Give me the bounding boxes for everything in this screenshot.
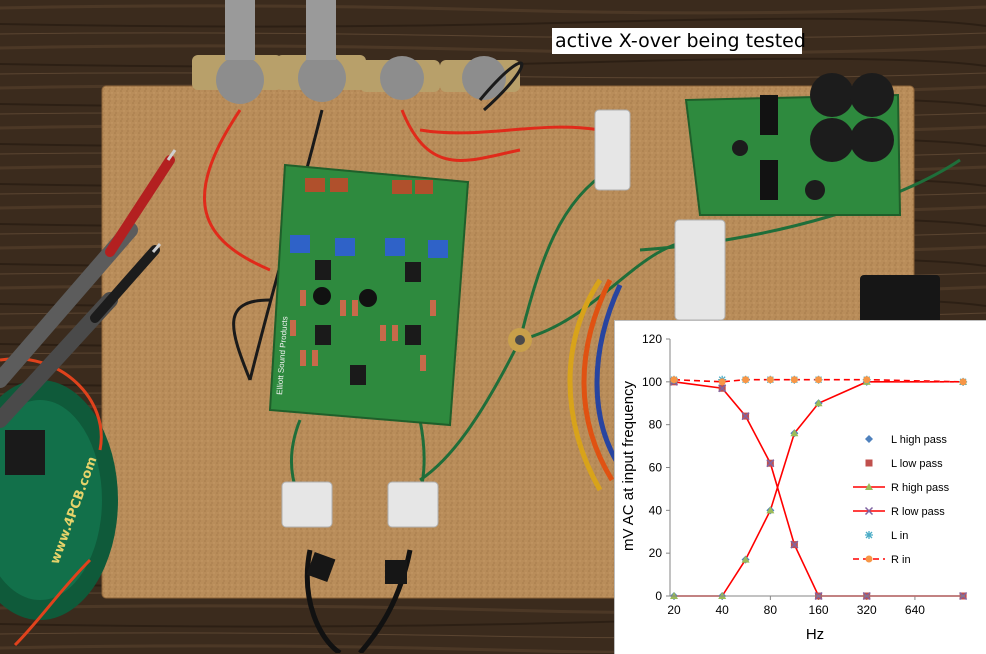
legend-swatch-marker [865, 459, 873, 467]
round-pcb: www.4PCB.com [0, 380, 118, 620]
x-tick-label: 20 [667, 603, 681, 617]
multimeter-probes [0, 149, 177, 428]
data-point [718, 378, 726, 386]
y-tick-label: 60 [649, 461, 663, 475]
legend-swatch-marker [864, 506, 874, 516]
y-tick-label: 100 [642, 375, 662, 389]
cable-tie [306, 551, 336, 583]
x-tick-label: 40 [716, 603, 730, 617]
legend-entry: R in [891, 554, 911, 566]
data-point [766, 376, 774, 384]
legend-entry: L low pass [891, 458, 943, 470]
cable-tie [385, 560, 407, 584]
crossover-pcb: Elliott Sound Products [268, 163, 470, 427]
x-tick-label: 80 [764, 603, 778, 617]
data-point [815, 376, 823, 384]
power-switch [860, 275, 940, 325]
chart-panel: 0 20 40 60 80 100 120 20 40 80 160 320 640 L high p… [614, 320, 986, 654]
x-tick-label: 160 [809, 603, 829, 617]
rca-connectors [192, 0, 520, 104]
data-point [863, 376, 871, 384]
legend-entry: R low pass [891, 506, 945, 518]
series-line [673, 378, 964, 383]
x-tick-label: 640 [905, 603, 925, 617]
data-point [718, 384, 727, 393]
legend-swatch-marker [865, 435, 873, 443]
series-line [674, 381, 964, 597]
legend-swatch-marker [865, 555, 873, 563]
data-point [790, 376, 798, 384]
y-tick-label: 80 [649, 418, 663, 432]
data-point [741, 412, 750, 421]
data-point [670, 376, 678, 384]
data-point [814, 399, 823, 407]
power-supply-pcb [684, 73, 902, 216]
data-point [959, 378, 967, 386]
y-tick-label: 120 [642, 332, 662, 346]
y-axis-label: mV AC at input frequency [620, 380, 637, 551]
x-axis-label: Hz [806, 626, 824, 643]
star-ground-connector [508, 328, 532, 352]
legend-entry: R high pass [891, 482, 950, 494]
terminal-blocks [281, 109, 726, 528]
legend-entry: L in [891, 530, 908, 542]
data-point [790, 540, 799, 549]
legend-swatch-marker [865, 483, 873, 490]
y-tick-label: 20 [649, 546, 663, 560]
data-point [766, 506, 775, 514]
x-tick-label: 320 [857, 603, 877, 617]
y-tick-label: 0 [655, 589, 662, 603]
y-tick-label: 40 [649, 503, 663, 517]
legend-swatch-marker [865, 531, 873, 539]
data-point [790, 429, 799, 437]
data-point [741, 555, 750, 563]
legend-entry: L high pass [891, 434, 947, 446]
crossover-response-chart: 0 20 40 60 80 100 120 20 40 80 160 320 640 L high p… [620, 332, 968, 643]
data-point [742, 376, 750, 384]
data-point [766, 459, 775, 468]
photo-caption: active X-over being tested [552, 28, 806, 54]
